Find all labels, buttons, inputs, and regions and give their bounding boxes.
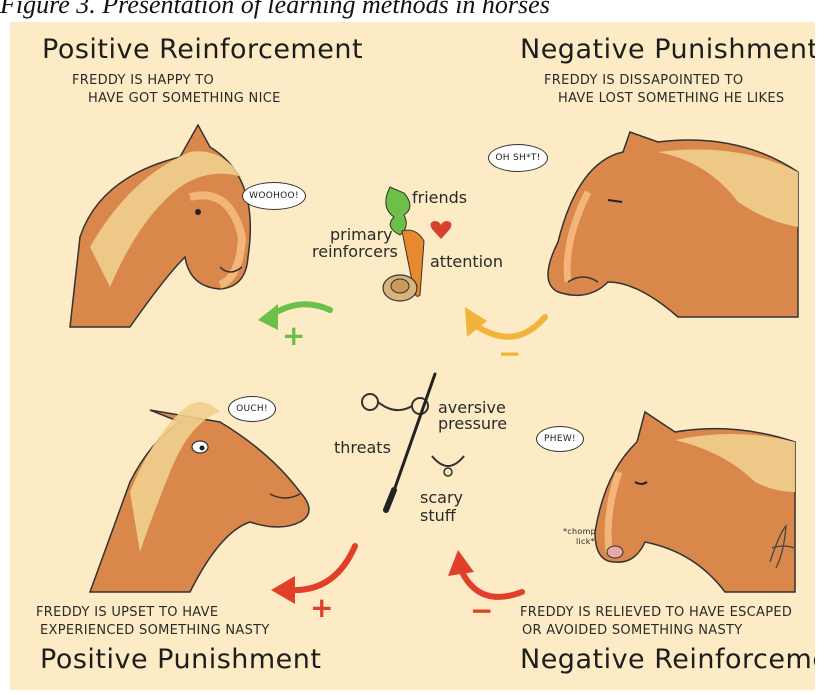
food-bowl-icon — [380, 272, 420, 304]
spur-icon — [428, 450, 468, 478]
positive-reinforcement-line2: HAVE GOT SOMETHING NICE — [88, 90, 281, 108]
relieved-horse-illustration — [575, 412, 795, 592]
happy-horse-illustration — [70, 117, 260, 327]
chomp-note-line1: *chomp — [563, 527, 596, 537]
scary-stuff-label-line1: scary — [420, 490, 463, 506]
negative-punishment-sign: − — [498, 340, 521, 368]
positive-reinforcement-line1: FREDDY IS HAPPY TO — [72, 72, 214, 90]
learning-methods-poster: Positive Reinforcement FREDDY IS HAPPY T… — [10, 22, 815, 690]
woohoo-speech-bubble: WOOHOO! — [242, 182, 306, 210]
negative-punishment-line1: FREDDY IS DISSAPOINTED TO — [544, 72, 743, 90]
positive-punishment-sign: + — [310, 594, 333, 622]
aversive-pressure-label-line2: pressure — [438, 416, 507, 432]
positive-reinforcement-sign: + — [282, 322, 305, 350]
friends-label: friends — [412, 190, 467, 206]
threats-label: threats — [334, 440, 391, 456]
primary-reinforcers-label-line1: primary — [330, 227, 393, 243]
positive-punishment-line2: EXPERIENCED SOMETHING NASTY — [40, 622, 270, 640]
negative-reinforcement-title: Negative Reinforcement — [520, 644, 815, 675]
primary-reinforcers-label-line2: reinforcers — [312, 244, 398, 260]
negative-punishment-line2: HAVE LOST SOMETHING HE LIKES — [558, 90, 784, 108]
artist-signature — [766, 522, 796, 572]
oh-speech-bubble: OH SH*T! — [488, 144, 548, 172]
negative-reinforcement-line2: OR AVOIDED SOMETHING NASTY — [522, 622, 743, 640]
disappointed-horse-illustration — [538, 132, 798, 317]
positive-punishment-title: Positive Punishment — [40, 644, 322, 675]
phew-speech-bubble: PHEW! — [536, 426, 584, 452]
negative-reinforcement-sign: − — [470, 597, 493, 625]
positive-punishment-line1: FREDDY IS UPSET TO HAVE — [36, 604, 218, 622]
chomp-note-line2: lick* — [576, 537, 595, 547]
heart-icon — [430, 220, 452, 240]
positive-reinforcement-title: Positive Reinforcement — [42, 34, 363, 65]
ouch-speech-bubble: OUCH! — [228, 396, 276, 422]
negative-reinforcement-line1: FREDDY IS RELIEVED TO HAVE ESCAPED — [520, 604, 792, 622]
negative-punishment-title: Negative Punishment — [520, 34, 815, 65]
attention-label: attention — [430, 254, 503, 270]
scary-stuff-label-line2: stuff — [420, 508, 456, 524]
